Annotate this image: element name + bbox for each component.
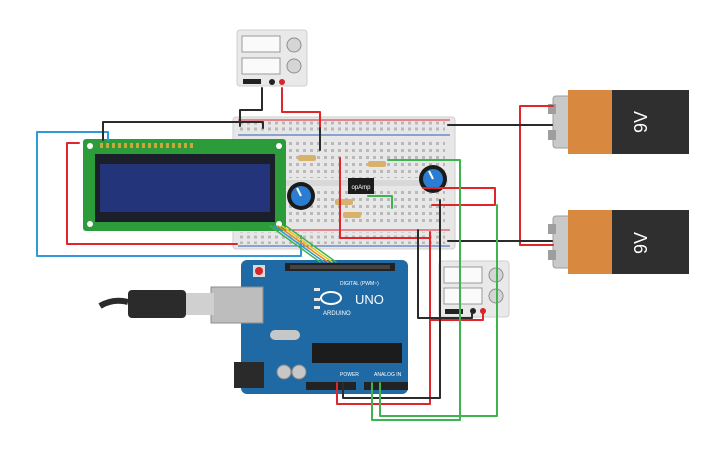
wire-green-a [379,204,498,417]
battery-top-label: 9V [631,111,651,133]
lcd-pin-header [100,143,193,148]
wire-black-top [239,87,263,127]
potentiometer-right[interactable] [419,165,447,193]
wire-green-b [371,159,461,421]
resistors [298,155,386,218]
lcd-display[interactable] [83,139,286,231]
potentiometer-left[interactable] [287,182,315,210]
power-supply-right[interactable] [438,260,510,318]
wire-red-battery [519,105,554,246]
wire-blue [36,131,302,257]
wire-black-ps [417,229,473,319]
wire-black-arduino [342,199,441,399]
wire-red-mid [339,157,431,239]
opamp-label: opAmp [351,185,371,191]
wire-red-ps [429,312,484,321]
arduino-brand: ARDUINO [323,311,351,317]
digital-header-label: DIGITAL (PWM~) [340,281,379,287]
wire-red-lcd [66,142,238,245]
power-header-label: POWER [340,372,359,378]
wire-red-top [281,87,321,129]
arduino-uno-board[interactable]: ARDUINO UNO DIGITAL (PWM~) POWER ANALOG … [210,260,408,394]
wire-black-lcd [102,121,264,141]
analog-header-label: ANALOG IN [374,372,402,378]
battery-bottom-label: 9V [631,232,651,254]
battery-9v-top[interactable]: 9V [548,90,689,154]
arduino-model: UNO [355,292,384,307]
opamp-chip[interactable]: opAmp [348,178,374,194]
wires[interactable] [36,87,554,421]
battery-9v-bottom[interactable]: 9V [548,210,689,274]
power-supply-top[interactable] [236,29,308,87]
wire-green-c [367,195,393,209]
usb-cable[interactable] [98,290,214,318]
